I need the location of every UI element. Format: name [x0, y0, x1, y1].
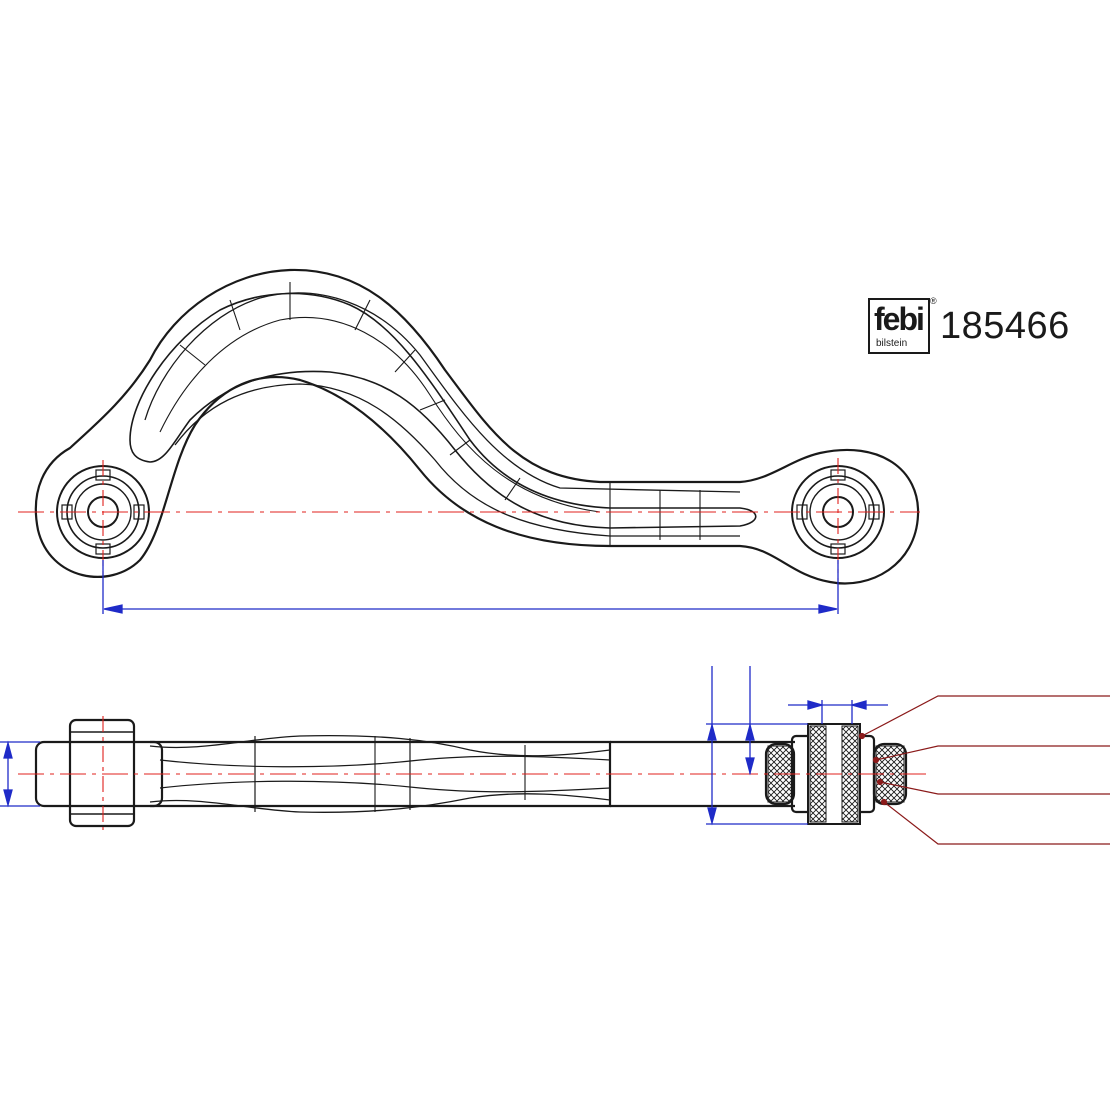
brand-logo: febi bilstein [868, 298, 930, 354]
brand-logo-subtext: bilstein [876, 338, 908, 349]
registered-mark: ® [930, 296, 937, 306]
arm-rib-middle [159, 316, 601, 513]
arm-rib-upper [144, 292, 741, 493]
left-eye-sleeve [68, 718, 136, 828]
length-dimension [102, 560, 839, 614]
brand-logo-word: febi [874, 301, 925, 337]
top-view [34, 268, 920, 585]
rib-cross-lines [179, 282, 701, 546]
side-view-centerline [18, 716, 932, 830]
leader-lines [858, 695, 1110, 845]
arm-rib-lower [174, 383, 740, 537]
side-dimensions [0, 666, 888, 826]
top-view-centerlines [18, 458, 920, 580]
left-eye-side-body [34, 740, 164, 808]
arm-outer-contour [34, 268, 920, 585]
part-number: 185466 [940, 305, 1070, 347]
